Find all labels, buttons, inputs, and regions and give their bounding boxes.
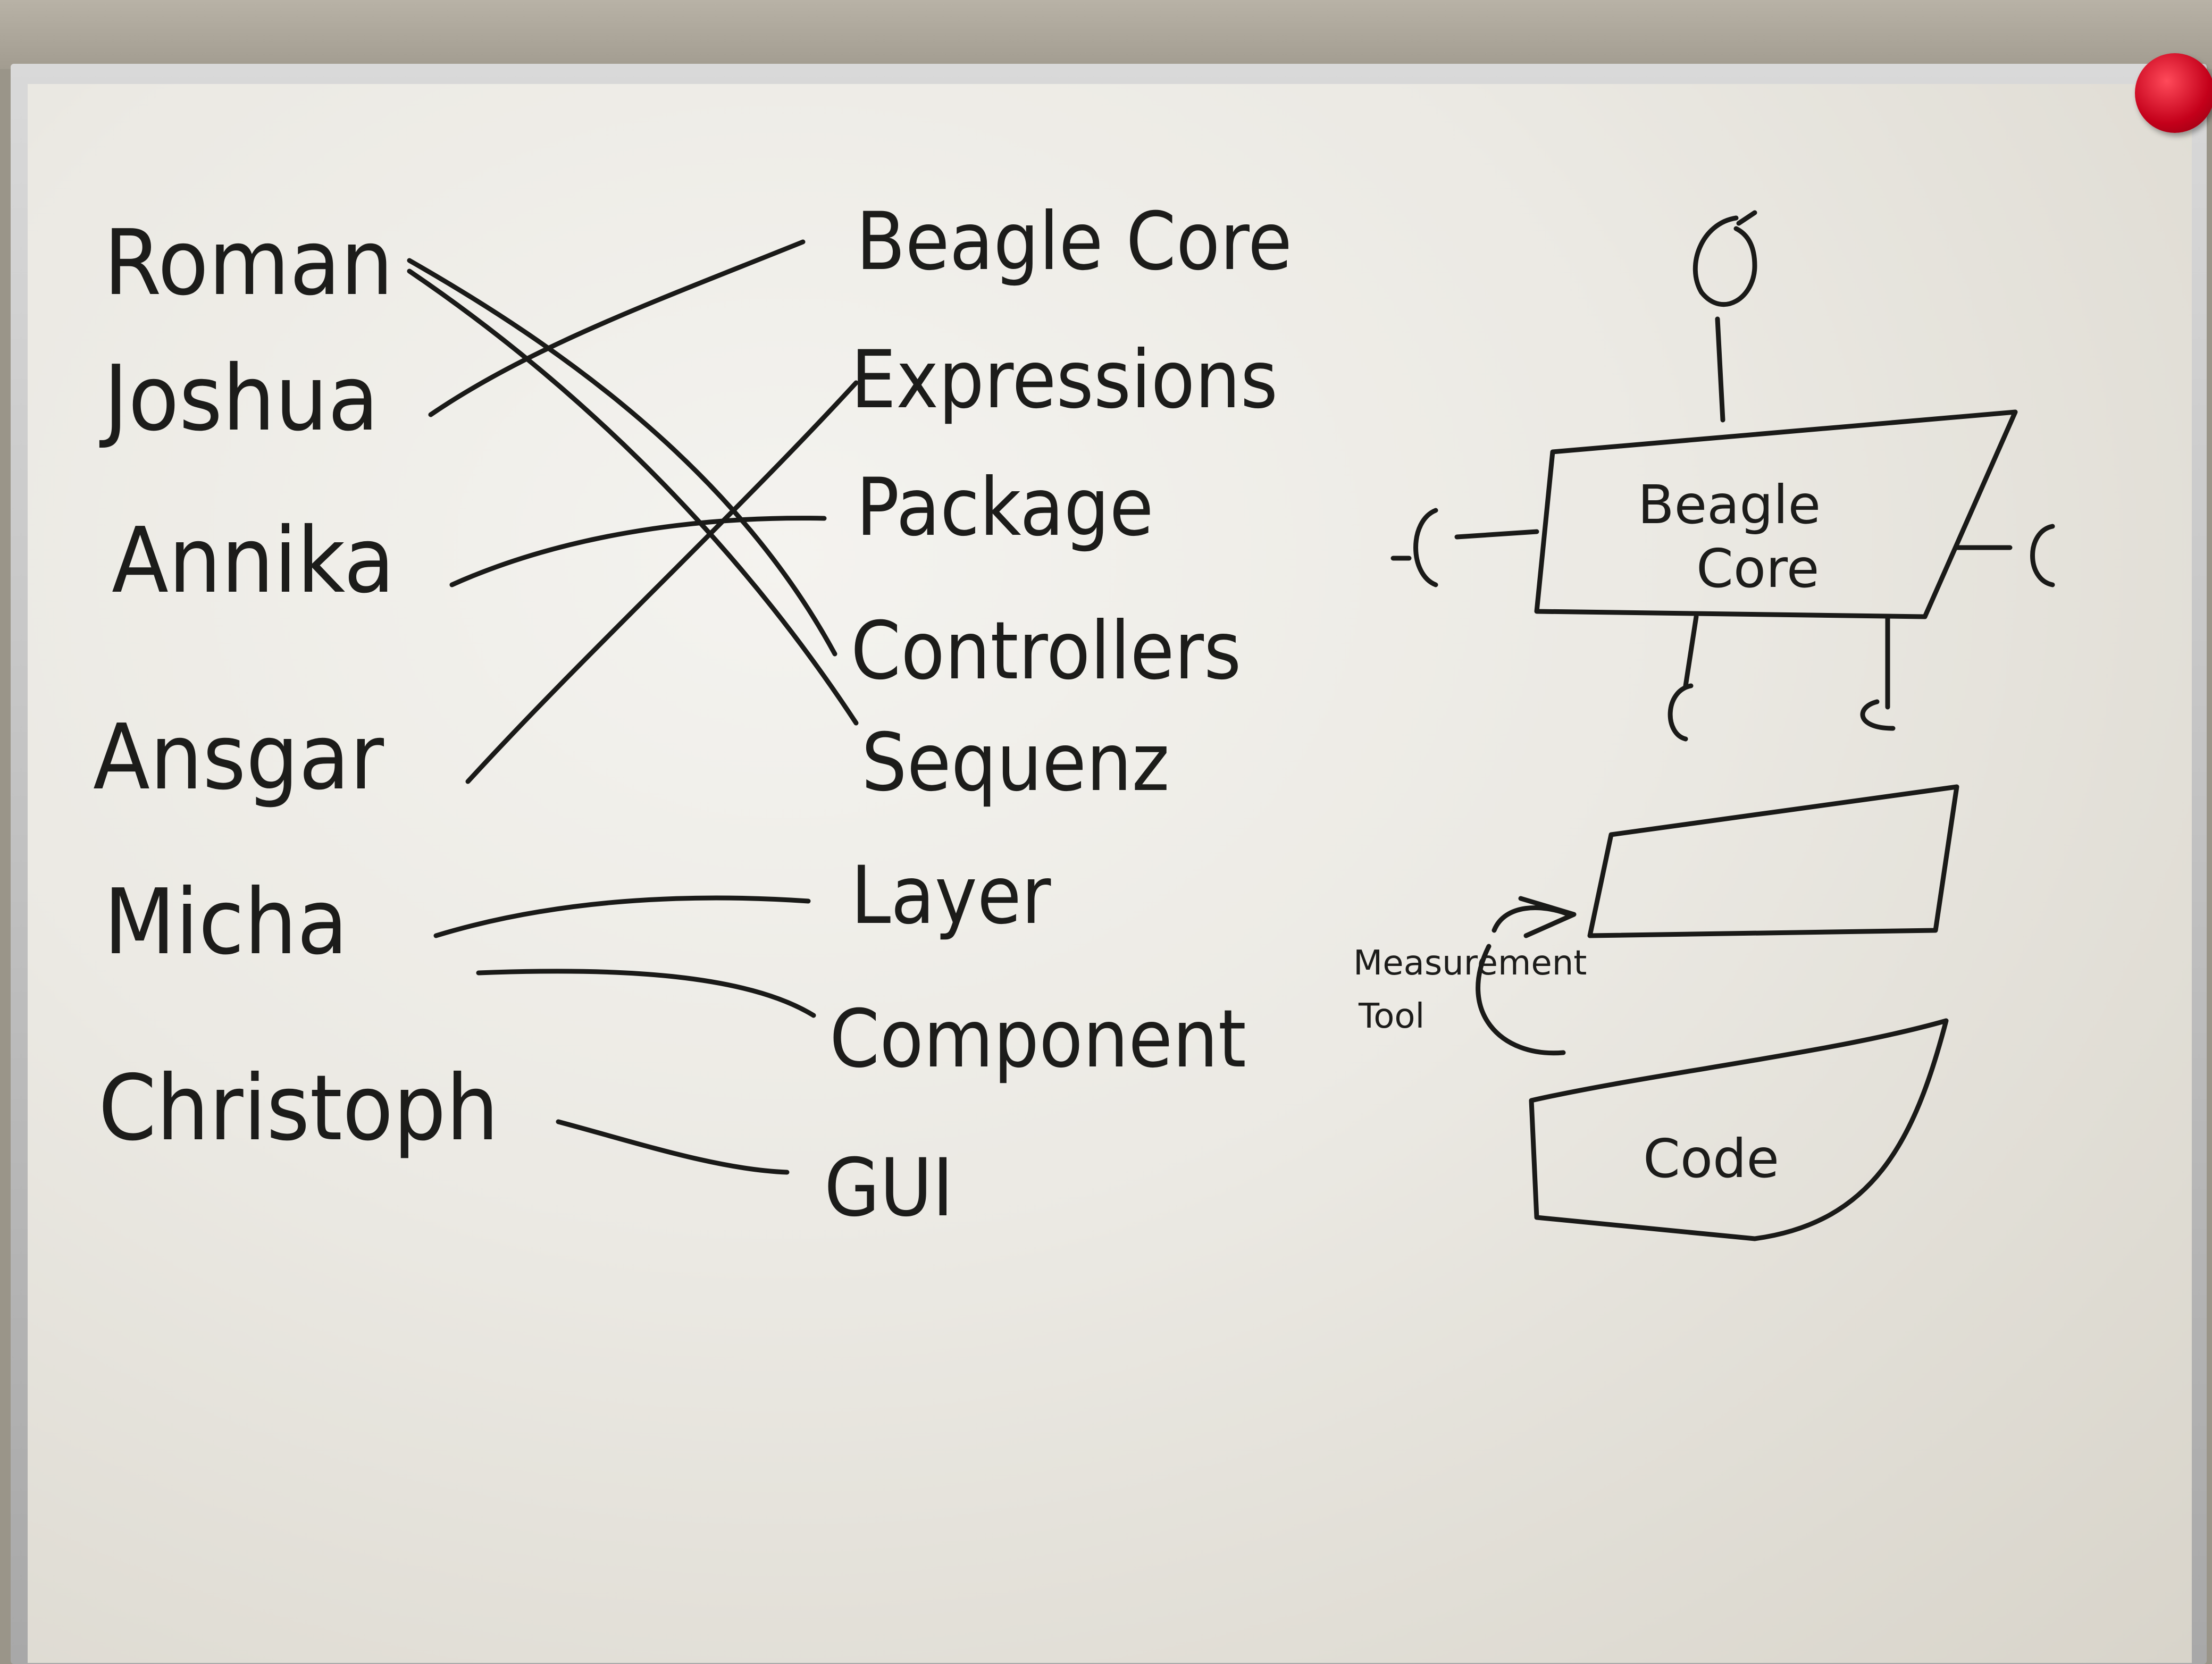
person-annika: Annika — [112, 508, 395, 614]
core-left-stem — [1454, 529, 1539, 540]
core-bottom-left-stem — [1683, 614, 1699, 688]
core-box-label-line2: Core — [1696, 537, 1820, 600]
line-micha-component — [476, 969, 816, 1018]
core-right-socket-icon — [2030, 524, 2055, 587]
empty-box-outline — [1587, 784, 1959, 938]
core-box-label-line1: Beagle — [1638, 474, 1821, 536]
code-box-outline — [1529, 1018, 1949, 1241]
line-annika-package — [449, 516, 827, 587]
line-joshua-beaglecore — [428, 239, 806, 417]
core-left-socket-icon — [1413, 508, 1438, 587]
core-bottom-left-socket-icon — [1668, 683, 1694, 742]
core-top-socket-icon — [1692, 215, 1757, 307]
module-expressions: Expressions — [851, 334, 1278, 426]
module-sequenz: Sequenz — [861, 717, 1170, 809]
line-ansgar-expressions — [465, 380, 859, 784]
person-christoph: Christoph — [98, 1056, 499, 1161]
module-beagle-core: Beagle Core — [856, 196, 1293, 288]
person-joshua: Joshua — [104, 346, 379, 451]
line-roman-sequenz — [407, 268, 859, 726]
measurement-arrow-head — [1518, 896, 1577, 938]
module-package: Package — [856, 461, 1154, 554]
person-roman: Roman — [104, 211, 393, 316]
measurement-tool-label-line2: Tool — [1359, 997, 1425, 1036]
line-micha-layer — [433, 895, 811, 938]
module-gui: GUI — [824, 1142, 954, 1234]
line-roman-controllers — [407, 258, 837, 657]
core-top-stem — [1715, 316, 1725, 423]
core-box-outline — [1534, 409, 2018, 619]
person-micha: Micha — [104, 870, 348, 975]
core-top-socket-tick — [1736, 210, 1757, 226]
measurement-tool-label-line1: Measurement — [1353, 944, 1587, 983]
wall-background — [0, 0, 2212, 69]
module-controllers: Controllers — [851, 605, 1242, 697]
measurement-arrow-bottom — [1476, 944, 1566, 1056]
code-box-label: Code — [1643, 1128, 1780, 1190]
red-magnet-icon — [2135, 53, 2212, 133]
core-bottom-right-socket-icon — [1860, 699, 1896, 731]
whiteboard-surface — [28, 84, 2192, 1663]
module-layer: Layer — [851, 850, 1051, 942]
module-component: Component — [830, 993, 1246, 1086]
person-ansgar: Ansgar — [93, 705, 384, 810]
line-christoph-gui — [556, 1119, 790, 1175]
